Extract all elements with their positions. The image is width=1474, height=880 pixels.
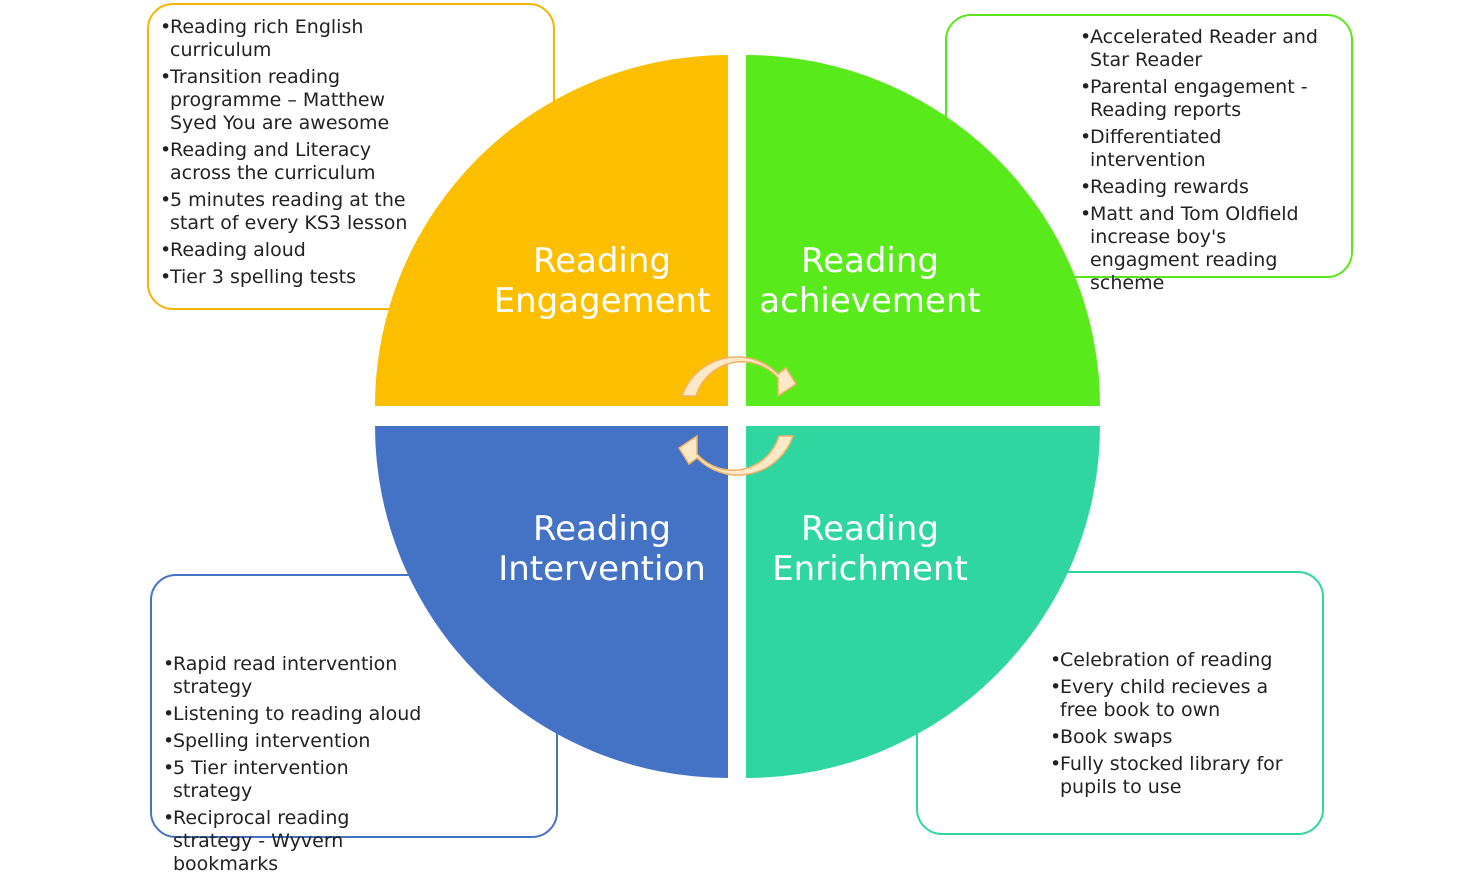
enrichment-quadrant <box>746 426 1100 778</box>
intervention-list: Rapid read intervention strategy Listeni… <box>163 653 433 880</box>
list-item: Reading rich English curriculum <box>160 16 430 62</box>
list-item: Listening to reading aloud <box>163 703 433 726</box>
list-item: Rapid read intervention strategy <box>163 653 433 699</box>
achievement-title: Reading achievement <box>759 241 981 321</box>
engagement-title: Reading Engagement <box>493 241 711 321</box>
list-item: Celebration of reading <box>1050 649 1310 672</box>
cycle-arrows-icon <box>677 356 798 476</box>
intervention-quadrant <box>375 426 728 778</box>
list-item: Transition reading programme – Matthew S… <box>160 66 430 135</box>
list-item: Reading aloud <box>160 239 430 262</box>
list-item: Book swaps <box>1050 726 1310 749</box>
list-item: Tier 3 spelling tests <box>160 266 430 289</box>
list-item: Reading rewards <box>1080 176 1340 199</box>
list-item: Accelerated Reader and Star Reader <box>1080 26 1340 72</box>
achievement-list: Accelerated Reader and Star Reader Paren… <box>1080 26 1340 299</box>
list-item: Spelling intervention <box>163 730 433 753</box>
clockwise-arrow-top-icon <box>680 356 798 398</box>
enrichment-title: Reading Enrichment <box>772 509 968 589</box>
achievement-quadrant <box>746 55 1100 406</box>
list-item: Every child recieves a free book to own <box>1050 676 1310 722</box>
list-item: 5 Tier intervention strategy <box>163 757 433 803</box>
list-item: Differentiated intervention <box>1080 126 1340 172</box>
enrichment-list: Celebration of reading Every child recie… <box>1050 649 1310 803</box>
list-item: Parental engagement - Reading reports <box>1080 76 1340 122</box>
engagement-quadrant <box>375 55 728 406</box>
list-item: Reading and Literacy across the curricul… <box>160 139 430 185</box>
engagement-list: Reading rich English curriculum Transiti… <box>160 16 430 293</box>
list-item: Matt and Tom Oldfield increase boy's eng… <box>1080 203 1340 295</box>
reading-cycle-wheel <box>375 55 1100 778</box>
list-item: Fully stocked library for pupils to use <box>1050 753 1310 799</box>
intervention-title: Reading Intervention <box>498 509 706 589</box>
clockwise-arrow-bottom-icon <box>677 434 795 476</box>
list-item: 5 minutes reading at the start of every … <box>160 189 430 235</box>
